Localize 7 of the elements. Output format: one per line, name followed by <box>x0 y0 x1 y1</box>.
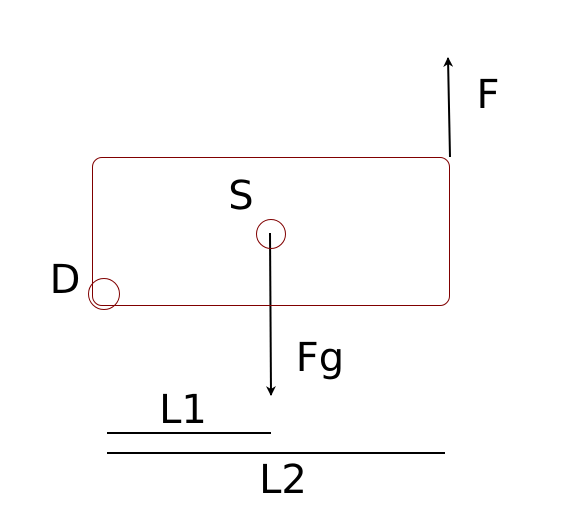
force-label: F <box>476 75 500 115</box>
rigid-body <box>92 157 450 306</box>
point-label: S <box>228 176 254 216</box>
dimension-label: L1 <box>159 390 207 430</box>
dimension-label: L2 <box>259 460 307 500</box>
point-label: D <box>50 260 80 300</box>
force-label: Fg <box>296 338 344 378</box>
